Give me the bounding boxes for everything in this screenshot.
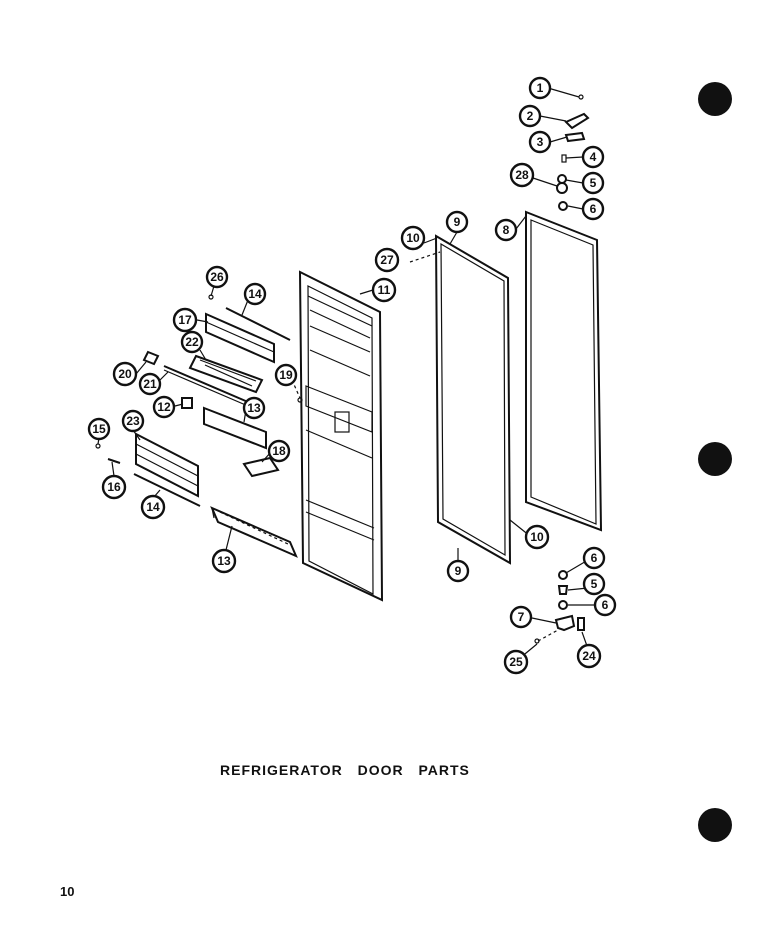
callout-22: 22 bbox=[180, 330, 204, 354]
svg-text:21: 21 bbox=[143, 377, 157, 391]
svg-text:6: 6 bbox=[591, 551, 598, 565]
callout-20: 20 bbox=[112, 361, 138, 387]
svg-text:26: 26 bbox=[210, 270, 224, 284]
callout-14-lower: 14 bbox=[140, 494, 166, 520]
callout-12: 12 bbox=[152, 395, 176, 419]
callout-6: 6 bbox=[581, 197, 605, 221]
callout-9-lower: 9 bbox=[446, 559, 470, 583]
callout-1: 1 bbox=[528, 76, 552, 100]
door-shelves-and-bars bbox=[95, 285, 303, 558]
svg-text:25: 25 bbox=[509, 655, 523, 669]
svg-text:15: 15 bbox=[92, 422, 106, 436]
svg-text:7: 7 bbox=[518, 610, 525, 624]
callout-5-lower: 5 bbox=[582, 572, 606, 596]
svg-text:13: 13 bbox=[247, 401, 261, 415]
diagram-title: REFRIGERATOR DOOR PARTS bbox=[220, 762, 470, 778]
svg-text:5: 5 bbox=[590, 176, 597, 190]
svg-text:6: 6 bbox=[602, 598, 609, 612]
callout-28: 28 bbox=[509, 162, 535, 188]
svg-text:4: 4 bbox=[590, 150, 597, 164]
callout-25: 25 bbox=[503, 649, 529, 675]
inner-door-panel-11 bbox=[298, 270, 384, 602]
svg-text:17: 17 bbox=[178, 313, 192, 327]
callout-23: 23 bbox=[121, 409, 145, 433]
page-number: 10 bbox=[60, 884, 75, 899]
callout-3: 3 bbox=[528, 130, 552, 154]
callout-14-top: 14 bbox=[243, 282, 267, 306]
svg-text:18: 18 bbox=[272, 444, 286, 458]
callout-13-lower: 13 bbox=[211, 548, 237, 574]
svg-text:24: 24 bbox=[582, 649, 596, 663]
punch-hole-middle bbox=[698, 442, 732, 476]
callout-4: 4 bbox=[581, 145, 605, 169]
callout-16: 16 bbox=[101, 474, 127, 500]
svg-text:6: 6 bbox=[590, 202, 597, 216]
callout-9: 9 bbox=[445, 210, 469, 234]
callout-10-lower: 10 bbox=[524, 524, 550, 550]
svg-text:16: 16 bbox=[107, 480, 121, 494]
svg-text:9: 9 bbox=[454, 215, 461, 229]
punch-hole-bottom bbox=[698, 808, 732, 842]
callout-26: 26 bbox=[205, 265, 229, 289]
callout-11: 11 bbox=[371, 277, 397, 303]
callout-18: 18 bbox=[267, 439, 291, 463]
svg-text:19: 19 bbox=[279, 368, 293, 382]
svg-text:10: 10 bbox=[530, 530, 544, 544]
svg-text:23: 23 bbox=[126, 414, 140, 428]
svg-text:2: 2 bbox=[527, 109, 534, 123]
svg-text:11: 11 bbox=[378, 283, 391, 297]
callout-19: 19 bbox=[274, 363, 298, 387]
svg-text:10: 10 bbox=[406, 231, 420, 245]
callout-13-upper: 13 bbox=[242, 396, 266, 420]
svg-text:5: 5 bbox=[591, 577, 598, 591]
svg-text:3: 3 bbox=[537, 135, 544, 149]
bottom-hinge-hardware bbox=[519, 559, 594, 659]
callout-2: 2 bbox=[518, 104, 542, 128]
callout-17: 17 bbox=[172, 307, 198, 333]
callout-24: 24 bbox=[576, 643, 602, 669]
svg-text:20: 20 bbox=[118, 367, 132, 381]
door-gasket-9 bbox=[409, 231, 531, 568]
callout-5: 5 bbox=[581, 171, 605, 195]
svg-text:27: 27 bbox=[380, 253, 394, 267]
svg-text:13: 13 bbox=[217, 554, 231, 568]
callout-21: 21 bbox=[138, 372, 162, 396]
svg-text:8: 8 bbox=[503, 223, 510, 237]
svg-text:14: 14 bbox=[146, 500, 160, 514]
callout-6-lower: 6 bbox=[593, 593, 617, 617]
svg-text:9: 9 bbox=[455, 564, 462, 578]
top-hinge-hardware bbox=[532, 87, 590, 211]
callout-27: 27 bbox=[374, 247, 400, 273]
callout-6-upper: 6 bbox=[582, 546, 606, 570]
svg-text:1: 1 bbox=[537, 81, 544, 95]
callout-10: 10 bbox=[400, 225, 426, 251]
svg-text:12: 12 bbox=[157, 400, 171, 414]
svg-text:14: 14 bbox=[248, 287, 262, 301]
callout-15: 15 bbox=[87, 417, 111, 441]
callout-8: 8 bbox=[494, 218, 518, 242]
svg-text:28: 28 bbox=[515, 168, 529, 182]
door-frame-8 bbox=[515, 210, 603, 532]
callout-7: 7 bbox=[509, 605, 533, 629]
punch-hole-top bbox=[698, 82, 732, 116]
svg-text:22: 22 bbox=[185, 335, 199, 349]
